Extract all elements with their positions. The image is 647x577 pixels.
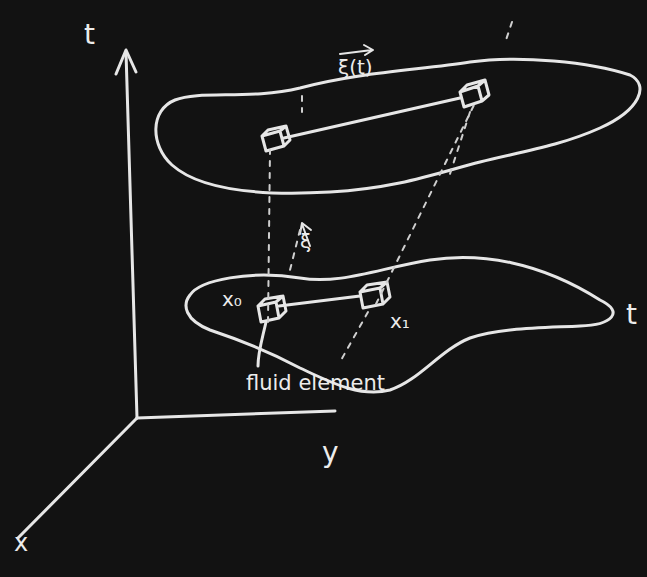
y-axis [137, 411, 335, 418]
surface-outline [156, 59, 640, 193]
point-label: x₁ [390, 310, 410, 332]
dashed-trace [376, 105, 474, 304]
tick [301, 96, 303, 112]
vector-label: ξ(t) [338, 56, 373, 78]
dashed-trace [268, 150, 270, 322]
point-label: x₀ [222, 288, 242, 310]
xi-line [284, 98, 460, 138]
dashed-trace [340, 312, 368, 362]
tick [506, 22, 512, 40]
t-axis [126, 52, 137, 418]
axis-label: x [14, 530, 28, 556]
axis-label: t [84, 20, 95, 51]
dashed-trace [290, 230, 300, 270]
fluid-cube [360, 282, 390, 308]
xi-line [279, 296, 360, 306]
part-label: fluid element [246, 372, 385, 395]
vector-arrow [340, 45, 373, 55]
axis-label: y [322, 438, 339, 469]
dashed-trace [448, 112, 470, 180]
axis-arrowhead [116, 50, 136, 74]
axis-label: t [626, 300, 637, 331]
x-axis [18, 418, 137, 538]
vector-label: ξ [300, 230, 311, 252]
leader-line [258, 322, 266, 366]
fluid-cube [460, 80, 489, 107]
fluid-cube [258, 296, 286, 322]
